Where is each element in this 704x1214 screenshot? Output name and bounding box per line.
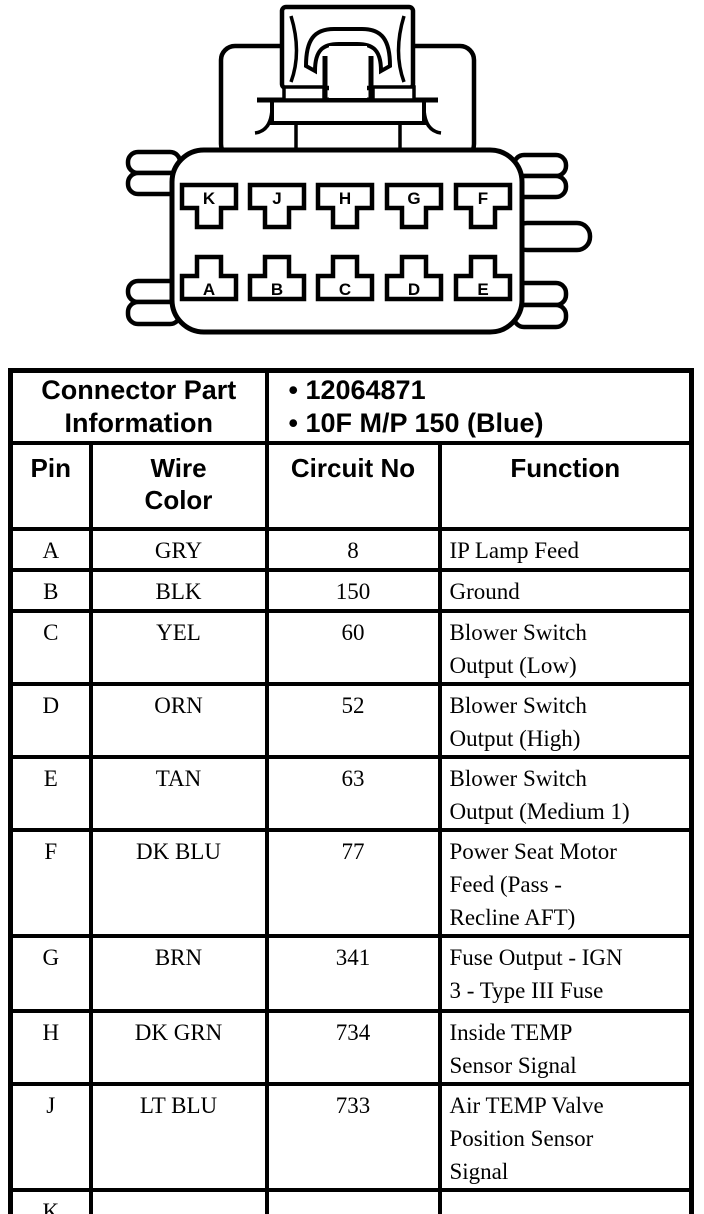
circuit-no-cell: 63 [264,755,442,832]
pin-cavity-J [247,182,307,230]
pin-label-H: H [339,189,351,208]
circuit-no-cell: 341 [264,934,442,1013]
table-row: J LT BLU 733 Air TEMP Valve Position Sen… [8,1082,694,1192]
pin-row-top: K J H G F [179,182,513,230]
pin-label-E: E [477,280,488,299]
circuit-no-cell: 8 [264,527,442,572]
pin-label-D: D [408,280,420,299]
pin-cavity-E [453,254,513,302]
latch-spring-curve-right [396,15,406,83]
circuit-no-cell: 77 [264,828,442,938]
part-type-line: • 10F M/P 150 (Blue) [288,408,544,438]
function-cell: Inside TEMP Sensor Signal [437,1009,694,1086]
circuit-no-cell: 734 [264,1009,442,1086]
table-row: C YEL 60 Blower Switch Output (Low) [8,609,694,686]
pin-label-A: A [203,280,215,299]
function-cell: IP Lamp Feed [437,527,694,572]
connector-face-drawing: K J H G F A B C D E [125,4,593,335]
function-cell: Air TEMP Valve Position Sensor Signal [437,1082,694,1192]
pin-label-K: K [203,189,216,208]
table-row: F DK BLU 77 Power Seat Motor Feed (Pass … [8,828,694,938]
wire-color-cell: GRY [88,527,269,572]
function-cell: Fuse Output - IGN 3 - Type III Fuse [437,934,694,1013]
pin-cell: G [8,934,93,1013]
circuit-no-cell: 733 [264,1082,442,1192]
pin-label-F: F [478,189,488,208]
pin-cavity-B [247,254,307,302]
pin-cavity-C [315,254,375,302]
pin-cell: D [8,682,93,759]
pin-cell: J [8,1082,93,1192]
pin-cavity-K [179,182,239,230]
connector-main-body [169,147,525,335]
column-header-function: Function [437,441,694,531]
latch-handle [303,27,393,75]
function-cell [437,1188,694,1214]
pin-row-bottom: A B C D E [179,254,513,302]
wire-color-cell: BRN [88,934,269,1013]
function-cell: Blower Switch Output (High) [437,682,694,759]
wire-color-cell: TAN [88,755,269,832]
connector-latch [279,4,416,102]
wire-color-cell: ORN [88,682,269,759]
circuit-no-cell: 52 [264,682,442,759]
mounting-tabs [125,149,593,330]
pinout-table-body: A GRY 8 IP Lamp Feed B BLK 150 Ground C … [8,527,694,1214]
wire-color-cell: DK BLU [88,828,269,938]
latch-foot-left [282,85,326,102]
pin-cell: A [8,527,93,572]
circuit-no-cell [264,1188,442,1214]
function-cell: Blower Switch Output (Low) [437,609,694,686]
tab-right-middle [511,220,593,253]
table-row: K [8,1188,694,1214]
table-row: G BRN 341 Fuse Output - IGN 3 - Type III… [8,934,694,1013]
pin-cavity-F [453,182,513,230]
pin-label-G: G [407,189,420,208]
pin-cavity-A [179,254,239,302]
latch-foot-right [371,85,416,102]
part-info-row: Connector Part Information • 12064871 • … [8,368,694,445]
table-row: A GRY 8 IP Lamp Feed [8,527,694,572]
column-header-circuit-no: Circuit No [264,441,442,531]
part-number-cell: • 12064871 • 10F M/P 150 (Blue) [264,368,694,445]
table-row: D ORN 52 Blower Switch Output (High) [8,682,694,759]
circuit-no-cell: 150 [264,568,442,613]
pin-cell: K [8,1188,93,1214]
table-row: H DK GRN 734 Inside TEMP Sensor Signal [8,1009,694,1086]
function-cell: Ground [437,568,694,613]
pin-cell: C [8,609,93,686]
pin-cell: F [8,828,93,938]
pinout-table: Connector Part Information • 12064871 • … [8,368,695,1214]
pin-cavity-D [384,254,444,302]
wire-color-cell: YEL [88,609,269,686]
wire-color-cell: BLK [88,568,269,613]
pin-cell: E [8,755,93,832]
function-cell: Power Seat Motor Feed (Pass - Recline AF… [437,828,694,938]
column-header-row: Pin Wire Color Circuit No Function [8,441,694,531]
wire-color-cell: LT BLU [88,1082,269,1192]
pin-label-B: B [271,280,283,299]
part-info-label-cell: Connector Part Information [8,368,269,445]
circuit-no-cell: 60 [264,609,442,686]
wire-color-cell: DK GRN [88,1009,269,1086]
connector-diagram: K J H G F A B C D E [0,0,704,352]
pin-cavity-H [315,182,375,230]
pin-label-J: J [272,189,281,208]
pin-cavity-G [384,182,444,230]
pin-cell: H [8,1009,93,1086]
pin-cell: B [8,568,93,613]
part-number-line: • 12064871 [288,375,426,405]
function-cell: Blower Switch Output (Medium 1) [437,755,694,832]
latch-spring-curve-left [289,15,299,83]
table-row: E TAN 63 Blower Switch Output (Medium 1) [8,755,694,832]
column-header-wire-color: Wire Color [88,441,269,531]
table-row: B BLK 150 Ground [8,568,694,613]
pin-label-C: C [339,280,351,299]
column-header-pin: Pin [8,441,93,531]
wire-color-cell [88,1188,269,1214]
